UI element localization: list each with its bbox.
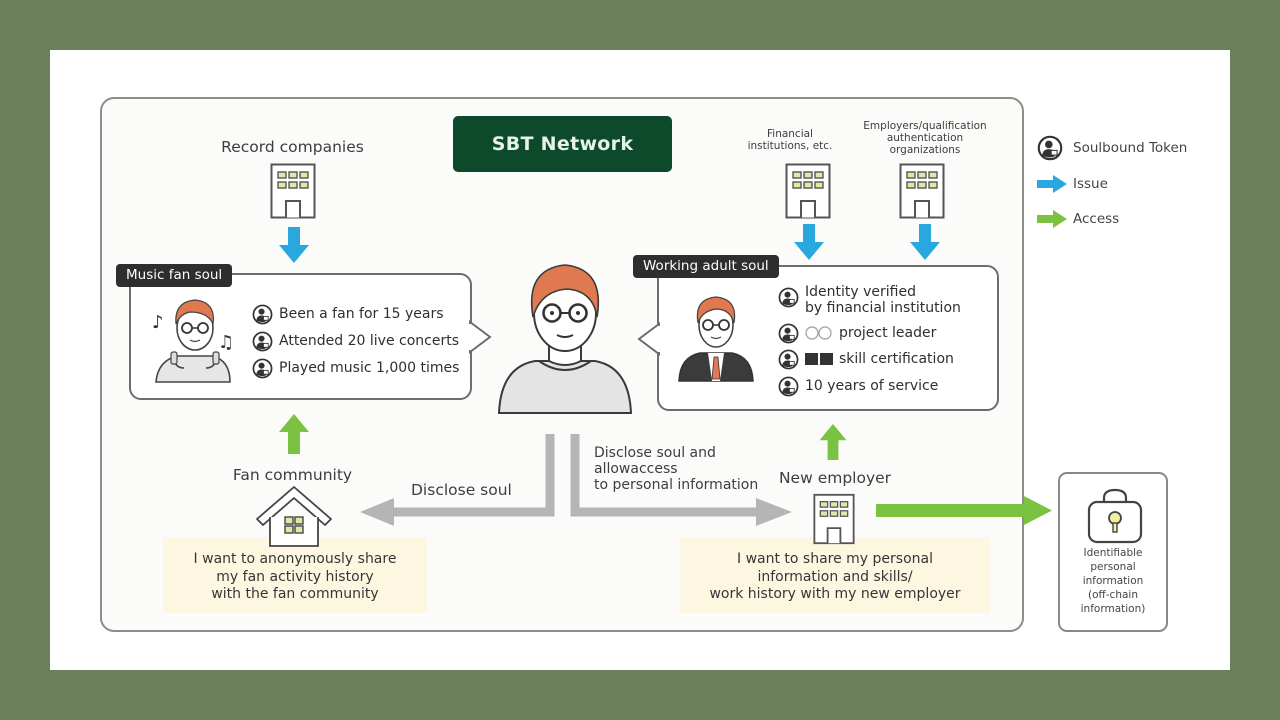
label-line: information) [1080, 603, 1146, 615]
soul-item-text: project leader [839, 325, 937, 341]
new-employer-label: New employer [778, 469, 892, 487]
music-fan-soul-tag: Music fan soul [116, 264, 233, 287]
soulbound-token-icon [778, 287, 799, 308]
record-company-building-icon [270, 163, 316, 219]
note-line: information and skills/ [757, 568, 913, 585]
note-line: I want to anonymously share [193, 551, 397, 567]
working-adult-avatar [678, 296, 754, 382]
music-note-icon: ♪ [152, 312, 164, 333]
soul-item-text: Been a fan for 15 years [279, 306, 444, 322]
music-fan-avatar: ♪ ♫ [152, 299, 234, 383]
note-line: with the fan community [211, 586, 379, 602]
work-soul-item: project leader [778, 323, 937, 344]
label-line: Identifiable [1083, 547, 1143, 559]
label-line: (off-chain [1088, 589, 1138, 601]
work-soul-item: skill certification [778, 349, 954, 370]
personal-information-box: Identifiable personal information (off-c… [1058, 472, 1168, 632]
issue-arrow-down-icon [794, 224, 824, 260]
soul-item-text: 10 years of service [805, 378, 939, 394]
access-arrow-right-icon [876, 496, 1052, 525]
fan-community-label: Fan community [232, 466, 353, 484]
employer-building-icon [899, 163, 945, 219]
bubble-pointer [637, 322, 662, 356]
access-arrow-up-icon [279, 414, 309, 454]
label-line: to personal information [594, 477, 759, 493]
soul-item-text: Identity verified by financial instituti… [805, 284, 961, 316]
legend-label: Soulbound Token [1073, 140, 1188, 156]
work-soul-item: 10 years of service [778, 376, 939, 397]
working-adult-soul-tag: Working adult soul [633, 255, 779, 278]
music-soul-item: Been a fan for 15 years [252, 304, 444, 325]
financial-building-icon [785, 163, 831, 219]
new-employer-building-icon [813, 493, 855, 545]
access-arrow-icon [1037, 210, 1067, 228]
music-soul-item: Attended 20 live concerts [252, 331, 460, 352]
music-notes-icon: ♫ [218, 332, 234, 353]
legend-issue: Issue [1037, 174, 1108, 194]
financial-institutions-label: Financial institutions, etc. [735, 128, 845, 152]
fan-community-note: I want to anonymously share my fan activ… [163, 537, 427, 613]
label-line: institutions, etc. [747, 140, 833, 152]
soulbound-token-icon [1037, 135, 1063, 161]
label-line: Financial [767, 128, 813, 140]
note-line: work history with my new employer [709, 586, 961, 602]
note-line: I want to share my personal [736, 551, 933, 567]
soulbound-token-icon [778, 323, 799, 344]
access-arrow-up-icon [819, 424, 847, 460]
house-icon [256, 486, 332, 547]
music-soul-item: Played music 1,000 times [252, 358, 460, 379]
legend-soulbound-token: Soulbound Token [1037, 135, 1187, 161]
placeholder-squares-icon [805, 353, 833, 365]
work-soul-item: Identity verified by financial instituti… [778, 284, 961, 316]
label-line: personal [1090, 561, 1136, 573]
legend-access: Access [1037, 209, 1119, 229]
note-line: my fan activity history [216, 568, 374, 585]
disclose-flow-arrows [360, 434, 792, 526]
soul-item-text: Attended 20 live concerts [279, 333, 460, 349]
legend-label: Issue [1073, 176, 1108, 192]
disclose-allow-label: Disclose soul and allowaccess to persona… [594, 445, 758, 493]
label-line: information [1082, 575, 1144, 587]
disclose-soul-label: Disclose soul [411, 481, 512, 499]
text-line: Identity verified [805, 284, 916, 300]
text-line: by financial institution [805, 300, 961, 316]
soulbound-token-icon [252, 331, 273, 352]
pii-label: Identifiable personal information (off-c… [1060, 546, 1166, 616]
label-line: organizations [889, 144, 961, 156]
central-person-avatar [497, 264, 633, 414]
legend-label: Access [1073, 211, 1120, 227]
soul-item-text: skill certification [839, 351, 954, 367]
issue-arrow-down-icon [910, 224, 940, 260]
issue-arrow-icon [1037, 175, 1067, 193]
record-companies-label: Record companies [221, 138, 364, 156]
soulbound-token-icon [252, 358, 273, 379]
placeholder-circles-icon [805, 326, 832, 340]
soulbound-token-icon [778, 376, 799, 397]
issue-arrow-down-icon [279, 227, 309, 263]
soulbound-token-icon [252, 304, 273, 325]
new-employer-note: I want to share my personal information … [680, 537, 990, 613]
sbt-network-title: SBT Network [453, 116, 672, 172]
label-line: allowaccess [594, 461, 678, 477]
bubble-pointer [467, 320, 492, 354]
employers-label: Employers/qualification authentication o… [850, 120, 1000, 156]
soulbound-token-icon [778, 349, 799, 370]
soul-item-text: Played music 1,000 times [279, 360, 460, 376]
label-line: authentication [886, 132, 964, 144]
lock-icon [1087, 488, 1143, 544]
label-line: Employers/qualification [863, 120, 987, 132]
label-line: Disclose soul and [594, 445, 716, 461]
